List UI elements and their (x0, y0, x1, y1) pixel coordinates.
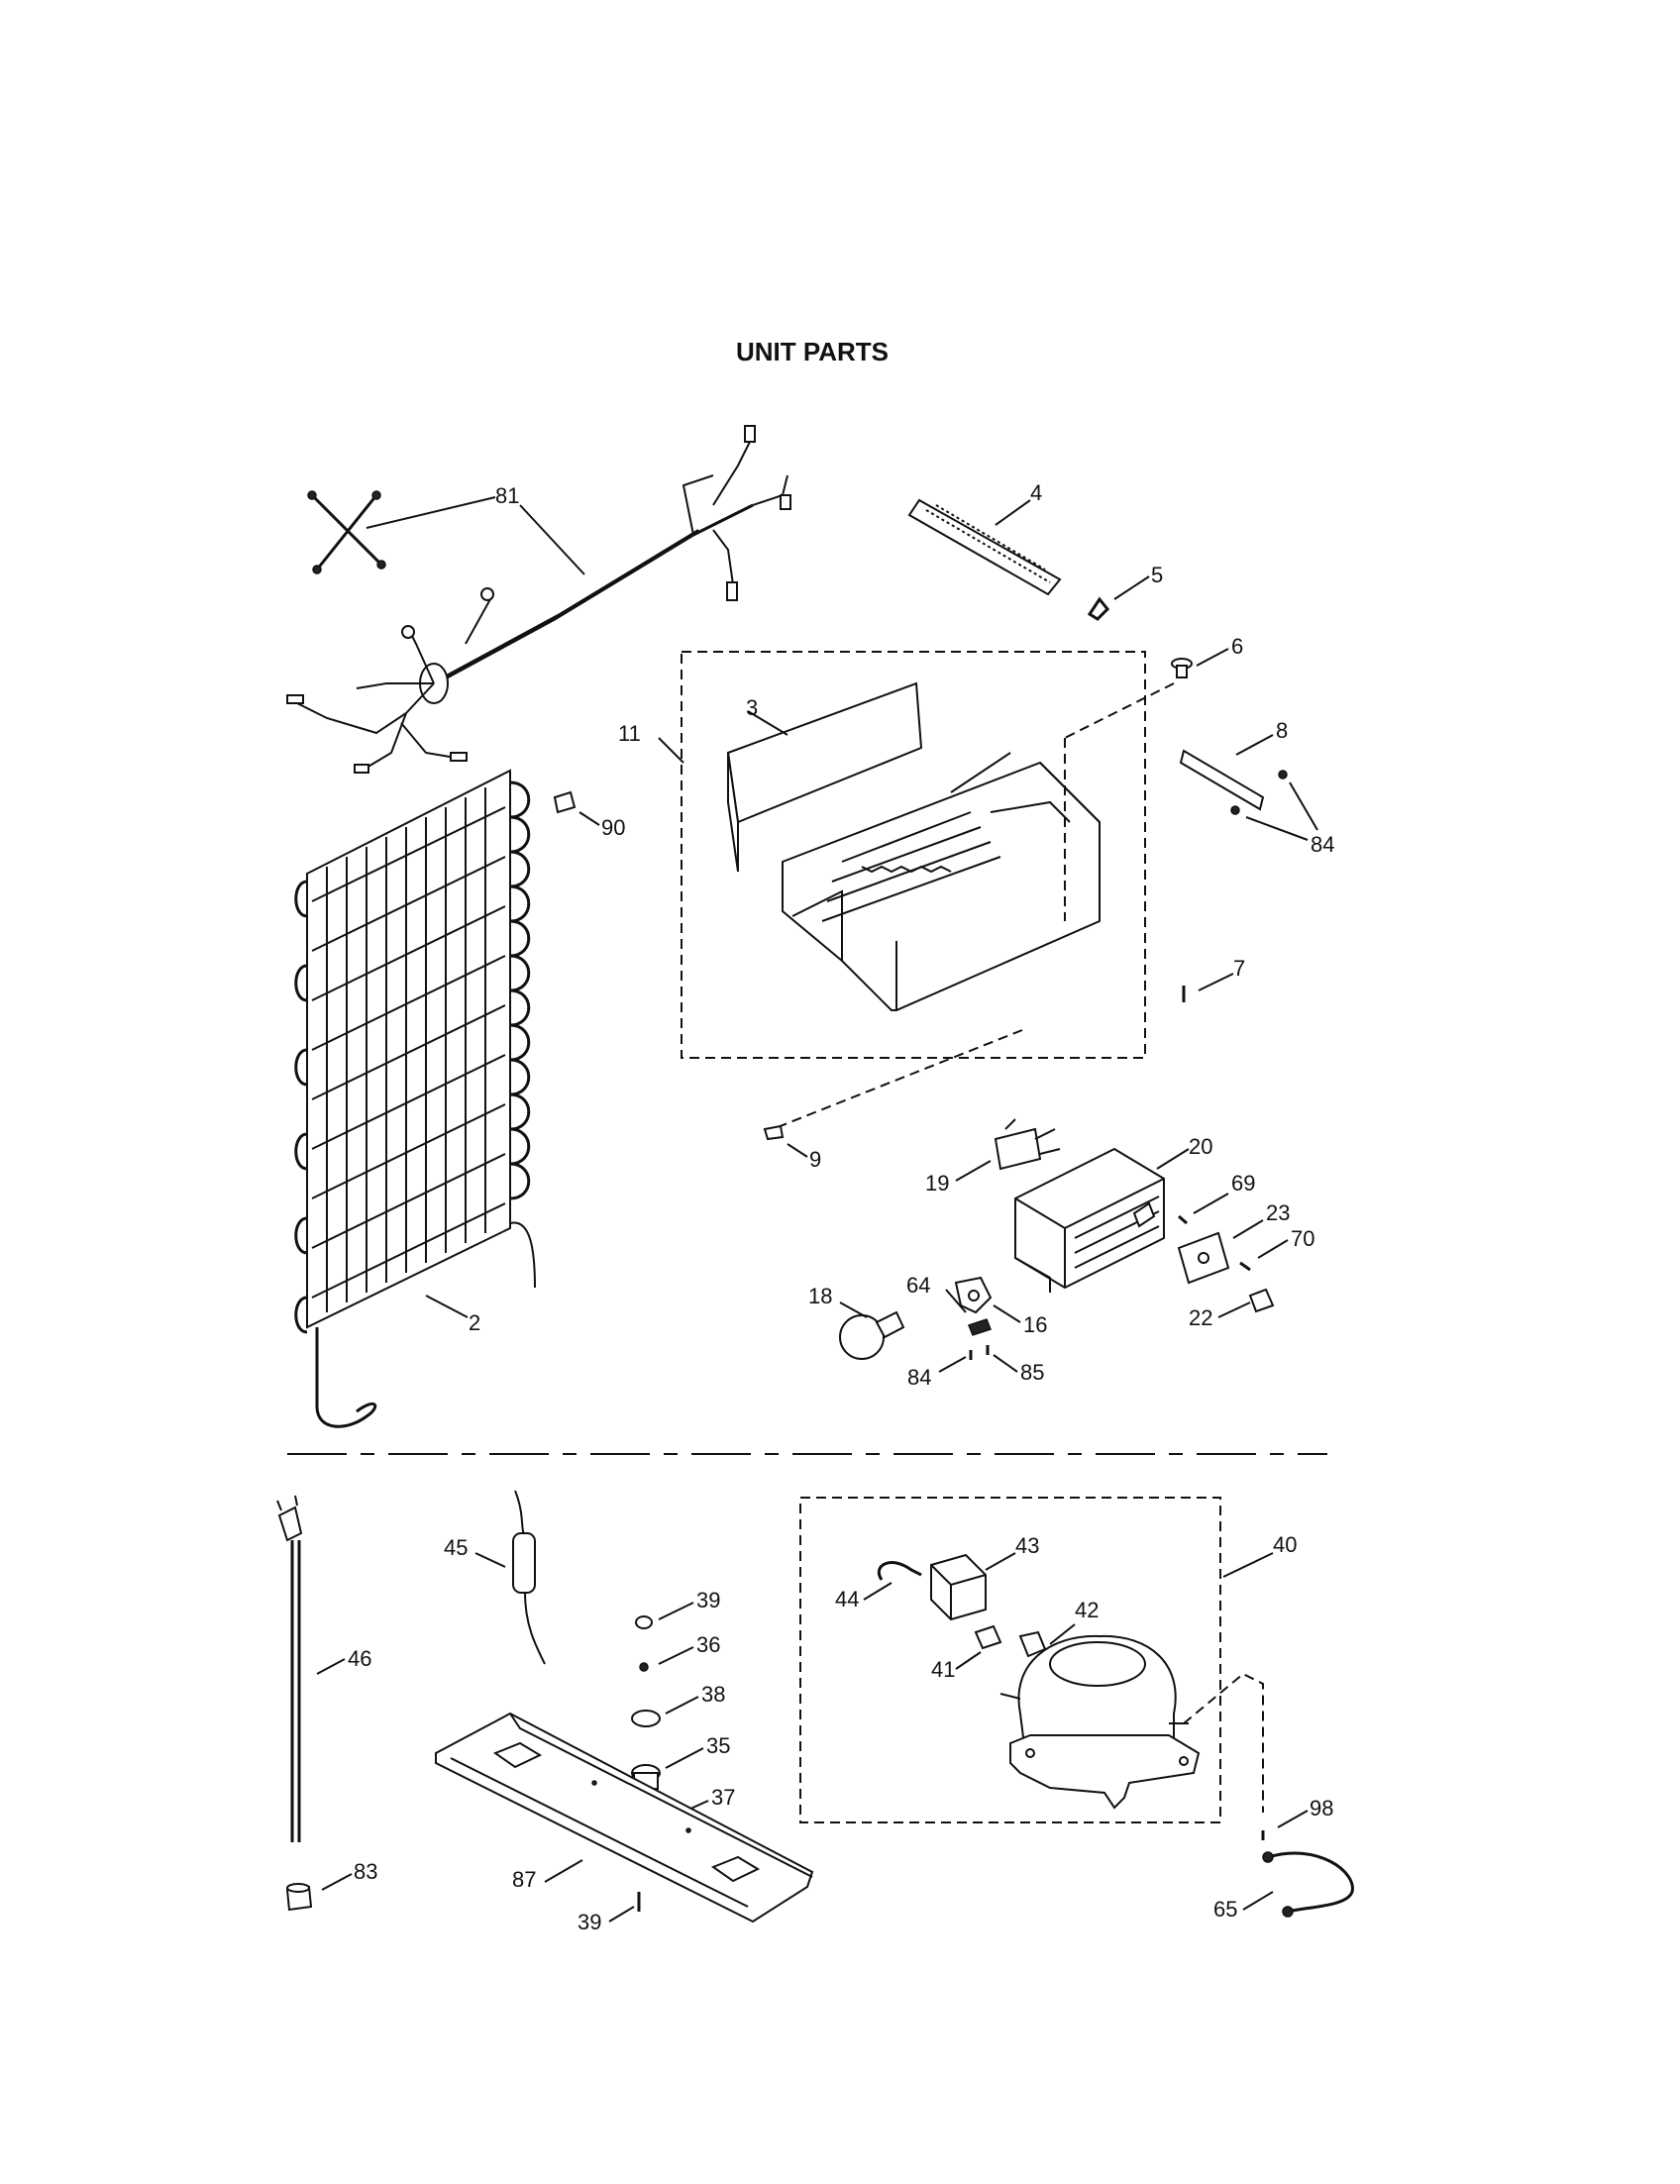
nut (635, 1615, 653, 1629)
light-socket (954, 1276, 993, 1314)
spacer (631, 1710, 661, 1727)
callout-43: 43 (1015, 1533, 1039, 1558)
callout-87: 87 (512, 1867, 536, 1892)
callout-4: 4 (1030, 480, 1042, 505)
callout-20: 20 (1189, 1134, 1212, 1159)
callout-19: 19 (925, 1171, 949, 1196)
screw (1239, 1261, 1251, 1272)
callout-3: 3 (746, 695, 758, 720)
plug-cap (285, 1883, 313, 1912)
callout-46: 46 (348, 1646, 371, 1671)
evaporator (726, 681, 1101, 1011)
retaining-clip (877, 1561, 922, 1581)
callout-2: 2 (469, 1310, 480, 1335)
callout-85: 85 (1020, 1360, 1044, 1385)
compressor-assembly-box (799, 1497, 1221, 1823)
compressor-base-plate (435, 1712, 814, 1924)
callout-41: 41 (931, 1657, 955, 1682)
callout-39: 39 (696, 1588, 720, 1612)
evaporator-assembly-box (681, 651, 1146, 1059)
callout-64: 64 (906, 1273, 930, 1298)
callout-90: 90 (601, 815, 625, 840)
grommet (1171, 658, 1193, 678)
callout-83: 83 (354, 1859, 377, 1884)
screw (1178, 1214, 1188, 1225)
defrost-drain-tube (907, 498, 1062, 596)
condenser-coil (294, 769, 536, 1428)
bracket (1179, 749, 1265, 811)
clip (968, 1318, 992, 1336)
callout-36: 36 (696, 1632, 720, 1657)
callout-65: 65 (1213, 1897, 1237, 1922)
callout-38: 38 (701, 1682, 725, 1707)
page-title: UNIT PARTS (735, 337, 890, 366)
compressor (999, 1634, 1201, 1810)
callout-81: 81 (495, 483, 519, 508)
drain-plug (763, 1124, 785, 1141)
callout-8: 8 (1276, 718, 1288, 743)
callout-23: 23 (1266, 1200, 1290, 1225)
callout-18: 18 (808, 1284, 832, 1308)
callout-7: 7 (1233, 956, 1245, 981)
callout-16: 16 (1023, 1312, 1047, 1337)
control-housing (1014, 1147, 1165, 1293)
callout-9: 9 (809, 1147, 821, 1172)
callout-42: 42 (1075, 1598, 1099, 1622)
callout-44: 44 (835, 1587, 859, 1612)
thermostat (994, 1118, 1061, 1171)
light-bulb (839, 1310, 905, 1360)
callout-11: 11 (618, 721, 641, 746)
wire-harness (286, 425, 791, 774)
knob (1248, 1288, 1275, 1313)
screw (1278, 770, 1288, 780)
filter-drier (512, 1490, 546, 1665)
callout-84-second: 84 (907, 1365, 931, 1390)
callout-37: 37 (711, 1785, 735, 1810)
callout-6: 6 (1231, 634, 1243, 659)
callout-35: 35 (706, 1733, 730, 1758)
clip (1087, 596, 1110, 621)
washer (639, 1662, 649, 1672)
callout-40: 40 (1273, 1532, 1297, 1557)
gasket-pad (553, 790, 577, 814)
callout-98: 98 (1310, 1796, 1333, 1820)
mounting-plate (1177, 1231, 1230, 1285)
callout-5: 5 (1151, 563, 1163, 587)
callout-70: 70 (1291, 1226, 1314, 1251)
callout-69: 69 (1231, 1171, 1255, 1196)
callout-84: 84 (1311, 832, 1334, 857)
start-relay (930, 1553, 987, 1621)
callout-39-second: 39 (578, 1910, 601, 1934)
overload-protector (974, 1624, 1002, 1650)
power-cord (276, 1495, 303, 1842)
callout-45: 45 (444, 1535, 468, 1560)
screw (1230, 805, 1240, 815)
process-tube (1267, 1851, 1354, 1914)
callout-22: 22 (1189, 1305, 1212, 1330)
